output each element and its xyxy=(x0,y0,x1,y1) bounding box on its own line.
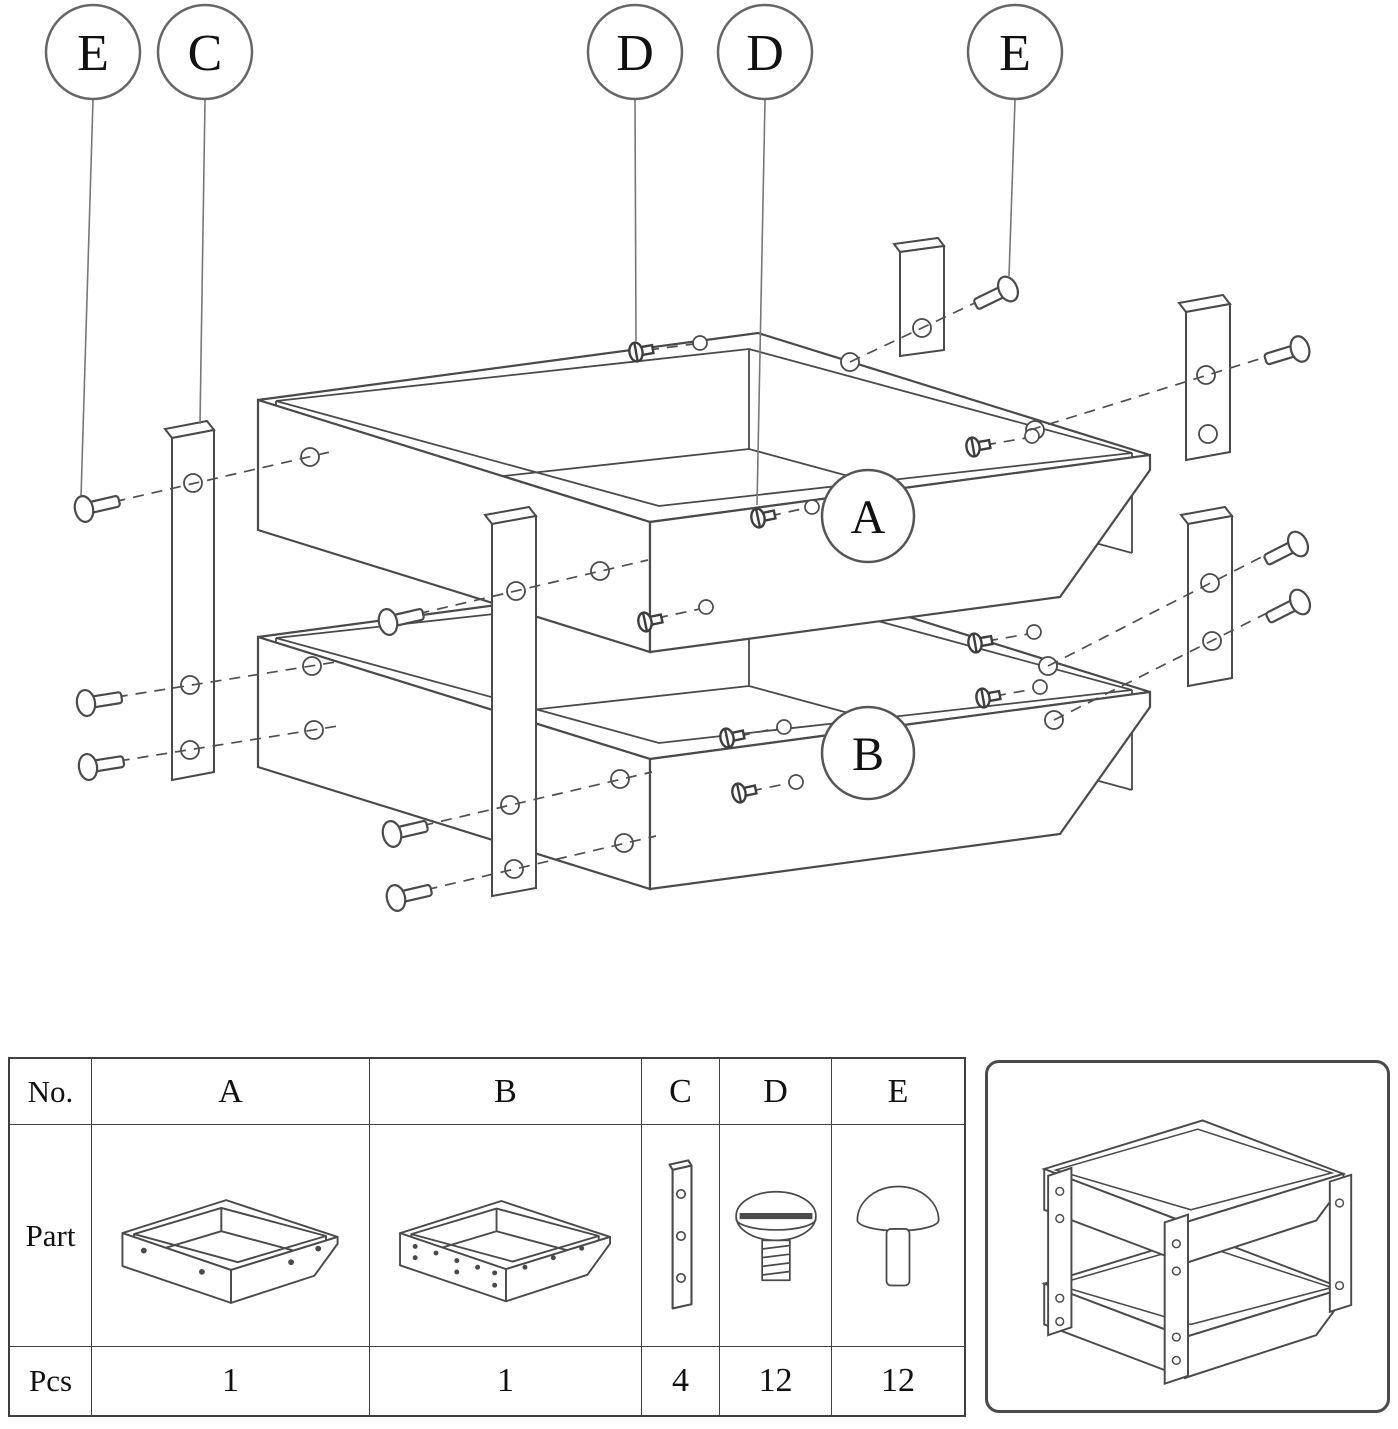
assembly-diagram: E C D D E A xyxy=(44,3,1316,914)
part-e-cell xyxy=(832,1125,964,1347)
table-header-a: A xyxy=(92,1059,370,1125)
part-label-bubbles: A B xyxy=(820,468,916,801)
callout-label: E xyxy=(77,25,109,82)
rail-c-top xyxy=(892,236,946,358)
callout-label: D xyxy=(616,25,654,82)
table-header-no: No. xyxy=(10,1059,92,1125)
screw-e-icon xyxy=(1260,332,1314,374)
callout-label: C xyxy=(188,25,223,82)
callout-label: E xyxy=(999,25,1031,82)
pcs-b: 1 xyxy=(370,1347,642,1415)
table-part-row-label: Part xyxy=(10,1125,92,1347)
pcs-a: 1 xyxy=(92,1347,370,1415)
assembled-product-preview xyxy=(985,1060,1390,1413)
callout-bubbles: E C D D E xyxy=(44,3,1064,101)
part-a-cell xyxy=(92,1125,370,1347)
rail-c-center xyxy=(483,505,538,898)
table-header-d: D xyxy=(720,1059,832,1125)
part-c-cell xyxy=(642,1125,720,1347)
screw-e-icon xyxy=(1258,527,1314,574)
table-header-e: E xyxy=(832,1059,964,1125)
table-header-b: B xyxy=(370,1059,642,1125)
screw-e-icon xyxy=(1260,585,1316,632)
callout-d-1: D xyxy=(586,3,684,101)
rail-c-right-bottom xyxy=(1179,505,1234,688)
part-b-icon xyxy=(398,1199,611,1302)
part-d-cell xyxy=(720,1125,832,1347)
table-pcs-row-label: Pcs xyxy=(10,1347,92,1415)
pcs-e: 12 xyxy=(881,1362,915,1399)
rail-c-left xyxy=(163,419,216,782)
pcs-d: 12 xyxy=(720,1347,832,1415)
svg-text:B: B xyxy=(852,728,884,781)
parts-table: No. A B C D E Part xyxy=(8,1057,966,1417)
callout-e-left: E xyxy=(44,3,142,101)
svg-text:A: A xyxy=(851,491,886,544)
screw-e-icon xyxy=(71,487,124,525)
part-e-icon xyxy=(856,1185,940,1286)
callout-label: D xyxy=(746,25,784,82)
tray-a-label: A xyxy=(820,468,916,564)
screw-e-icon xyxy=(383,876,436,914)
callout-e-right: E xyxy=(966,3,1064,101)
part-c-icon xyxy=(667,1158,693,1309)
part-b-cell xyxy=(370,1125,642,1347)
screw-e-icon xyxy=(75,747,127,783)
part-d-icon xyxy=(734,1190,817,1281)
assembled-product-icon xyxy=(1042,1118,1352,1385)
part-a-icon xyxy=(120,1198,339,1304)
callout-d-2: D xyxy=(716,3,814,101)
fastener-guide-lines xyxy=(95,290,1288,895)
screw-e-icon xyxy=(968,272,1023,318)
tray-b-label: B xyxy=(820,705,916,801)
pcs-c: 4 xyxy=(642,1347,720,1415)
screw-e-icon xyxy=(73,683,125,719)
table-header-c: C xyxy=(642,1059,720,1125)
callout-c: C xyxy=(156,3,254,101)
callout-leader-lines xyxy=(80,99,1016,506)
